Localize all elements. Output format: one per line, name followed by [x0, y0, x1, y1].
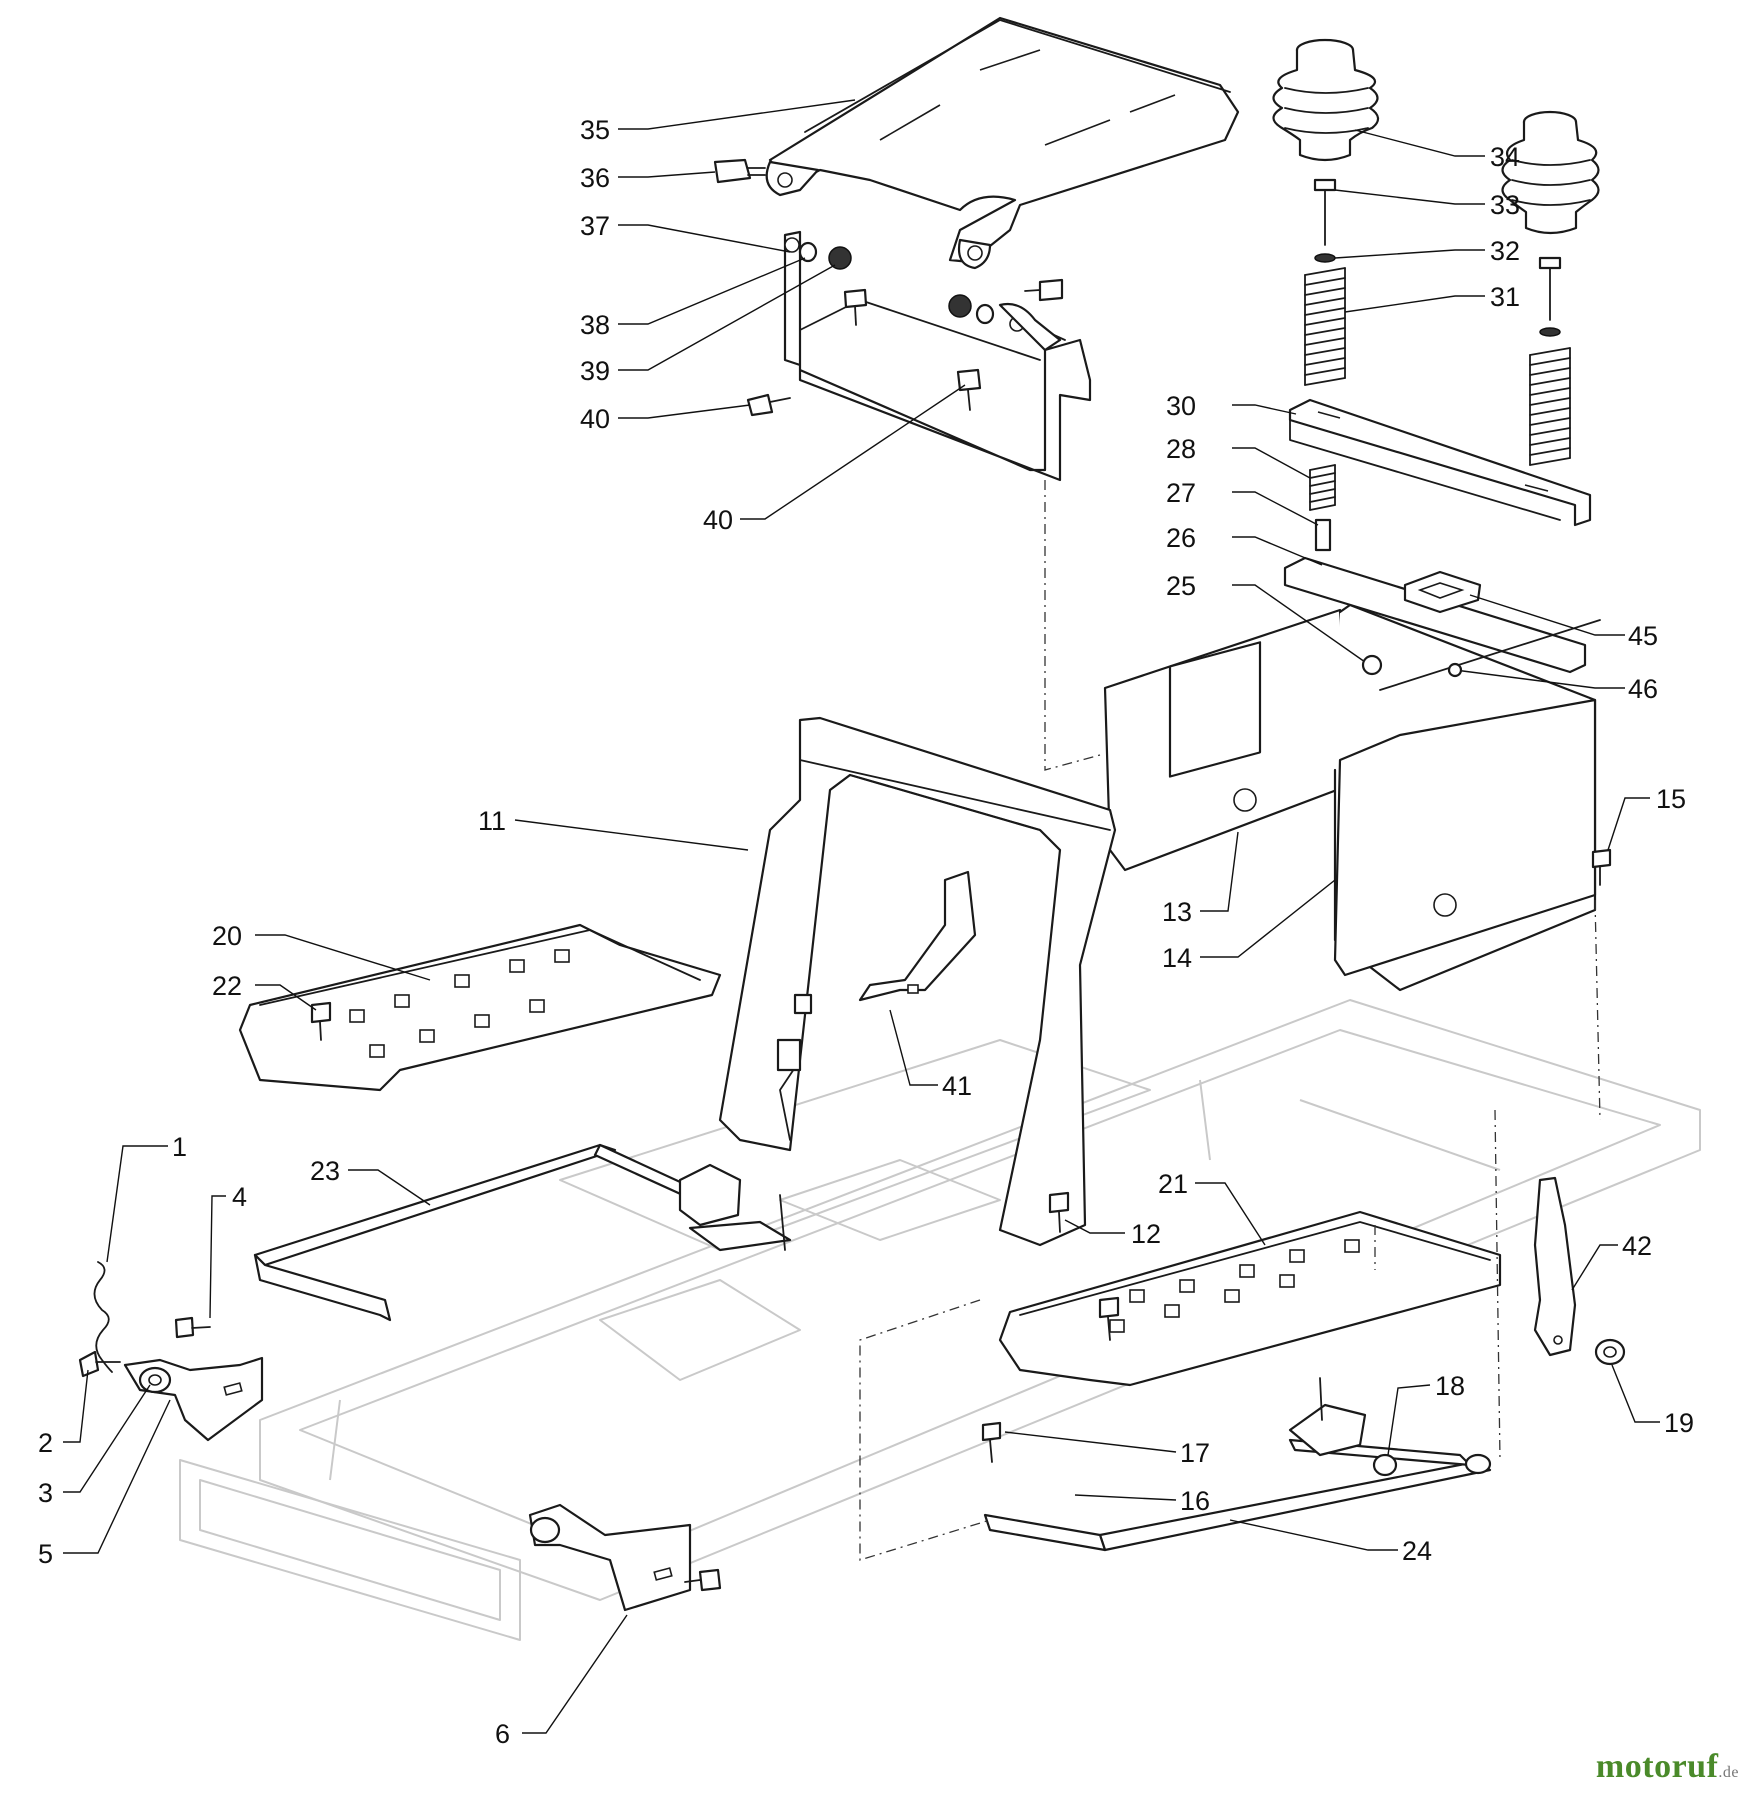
small-spring: [1309, 464, 1336, 511]
callout-31: 31: [1490, 282, 1520, 312]
callout-22: 22: [212, 971, 242, 1001]
bushings: [798, 241, 995, 325]
callout-40-left: 40: [580, 404, 610, 434]
bolt-22: [310, 1001, 332, 1041]
callout-16: 16: [1180, 1486, 1210, 1516]
bolt-36: [713, 158, 766, 184]
chassis-ghost: [179, 999, 1701, 1641]
callout-36: 36: [580, 163, 610, 193]
switch-plate: [1283, 556, 1587, 674]
callout-34: 34: [1490, 142, 1520, 172]
long-bolt-right: [1538, 256, 1562, 337]
assembly-lines: [859, 480, 1601, 1561]
bolt-40-left: [746, 393, 791, 417]
callout-35: 35: [580, 115, 610, 145]
callout-45: 45: [1628, 621, 1658, 651]
bolt-40-mid: [956, 368, 982, 411]
callout-42: 42: [1622, 1231, 1652, 1261]
bolt-upper-bracket: [843, 288, 868, 326]
bolt-2: [78, 1350, 121, 1378]
bolt-6: [684, 1568, 722, 1592]
callout-39: 39: [580, 356, 610, 386]
callout-24: 24: [1402, 1536, 1432, 1566]
pivot-bracket-left: [123, 1356, 264, 1442]
callout-15: 15: [1656, 784, 1686, 814]
callout-13: 13: [1162, 897, 1192, 927]
bellows-left: [1272, 38, 1380, 162]
callout-18: 18: [1435, 1371, 1465, 1401]
callout-41: 41: [942, 1071, 972, 1101]
frame-11: [718, 716, 1117, 1247]
bolt-17: [981, 1421, 1002, 1463]
callout-28: 28: [1166, 434, 1196, 464]
bolt-12: [1048, 1191, 1070, 1233]
pin: [1314, 518, 1332, 552]
callout-3: 3: [38, 1478, 53, 1508]
spring-right: [1529, 347, 1571, 466]
seat-bracket: [783, 230, 1092, 482]
footplate-right: [998, 1210, 1502, 1387]
nut-19: [1594, 1338, 1626, 1366]
long-bolt-left: [1313, 178, 1337, 263]
callout-4: 4: [232, 1182, 247, 1212]
watermark-logo: motoruf.de: [1596, 1748, 1739, 1786]
bar-24: [983, 1377, 1492, 1552]
callout-5: 5: [38, 1539, 53, 1569]
callout-37: 37: [580, 211, 610, 241]
pivot-bracket-right: [528, 1503, 692, 1612]
callouts: 1 2 3 4 5 6 11 12 13 14 15 16 17: [38, 99, 1694, 1749]
callout-26: 26: [1166, 523, 1196, 553]
bracket-42: [1533, 1176, 1577, 1357]
callout-11: 11: [478, 806, 506, 836]
callout-33: 33: [1490, 190, 1520, 220]
callout-38: 38: [580, 310, 610, 340]
bolt-right-seat: [1024, 278, 1064, 302]
bracket-41: [858, 870, 977, 1002]
callout-27: 27: [1166, 478, 1196, 508]
callout-25: 25: [1166, 571, 1196, 601]
callout-14: 14: [1162, 943, 1192, 973]
callout-1: 1: [172, 1132, 187, 1162]
bolt-4: [174, 1316, 211, 1339]
bolt-15: [1591, 848, 1612, 886]
callout-30: 30: [1166, 391, 1196, 421]
bellows-right: [1501, 110, 1600, 235]
footplate-left: [238, 923, 722, 1092]
bolt-footplate-right: [1098, 1296, 1120, 1341]
spring-left: [1304, 267, 1346, 386]
seat-box: [1103, 603, 1601, 992]
watermark-name: motoruf: [1595, 1748, 1719, 1785]
callout-17: 17: [1180, 1438, 1210, 1468]
watermark-tld: .de: [1718, 1764, 1739, 1781]
callout-20: 20: [212, 921, 242, 951]
callout-19: 19: [1664, 1408, 1694, 1438]
callout-12: 12: [1131, 1219, 1161, 1249]
callout-23: 23: [310, 1156, 340, 1186]
bar-23: [253, 1143, 792, 1322]
callout-21: 21: [1158, 1169, 1188, 1199]
callout-40-lower: 40: [703, 505, 733, 535]
callout-6: 6: [495, 1719, 510, 1749]
callout-2: 2: [38, 1428, 53, 1458]
bolt-18: [1372, 1453, 1398, 1477]
seat-plate: [765, 16, 1240, 270]
callout-32: 32: [1490, 236, 1520, 266]
clip-1: [93, 1261, 113, 1373]
callout-46: 46: [1628, 674, 1658, 704]
seat-rail: [1288, 398, 1592, 527]
